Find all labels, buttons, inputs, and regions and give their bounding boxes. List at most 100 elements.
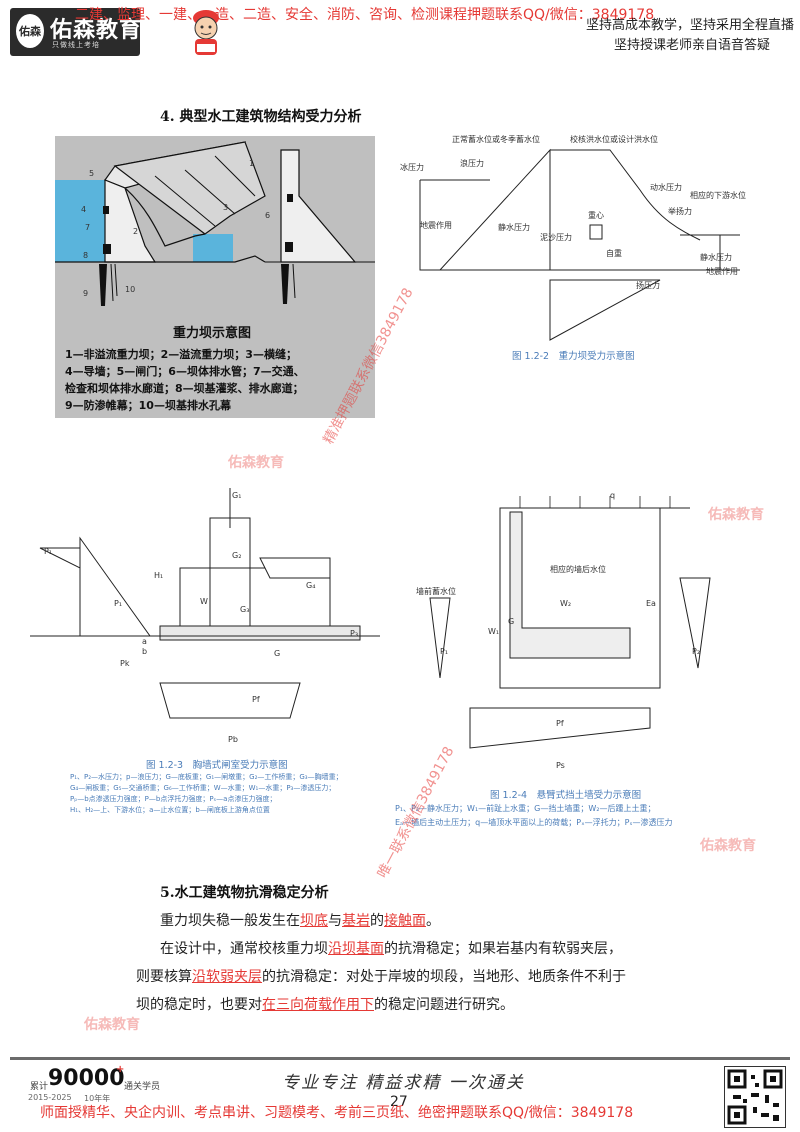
svg-text:正常蓄水位或冬季蓄水位: 正常蓄水位或冬季蓄水位 xyxy=(452,134,540,144)
svg-text:校核洪水位或设计洪水位: 校核洪水位或设计洪水位 xyxy=(570,134,658,144)
svg-text:相应的下游水位: 相应的下游水位 xyxy=(690,190,746,200)
watermark-logo: 佑森教育 xyxy=(84,1017,140,1033)
logo-mark-icon: 佑森 xyxy=(16,14,44,48)
fig-1-2-4-diagram: q 墙前蓄水位 相应的墙后水位 W₁ W₂ G Ea P₁ P₂ Pf Ps xyxy=(416,491,711,770)
svg-text:自重: 自重 xyxy=(606,248,622,258)
footer-divider xyxy=(10,1057,790,1060)
section5-para1: 重力坝失稳一般发生在坝底与基岩的接触面。 xyxy=(160,910,440,930)
svg-text:静水压力: 静水压力 xyxy=(700,252,732,262)
svg-text:2: 2 xyxy=(133,227,138,236)
svg-text:G₃: G₃ xyxy=(240,605,249,614)
text-run: 与 xyxy=(328,913,342,929)
fig-1-2-3-labels: P₁ P₁ P₃ Pk Pf Pb H₁ G₁ G₂ G₃ G₄ G W a b xyxy=(44,491,358,744)
legend-line: 1—非溢流重力坝；2—溢流重力坝；3—横缝； xyxy=(65,348,297,361)
footer-handwriting: 专业专注 精益求精 一次通关 xyxy=(282,1073,525,1093)
fig-1-2-3-diagram: P₁ P₁ P₃ Pk Pf Pb H₁ G₁ G₂ G₃ G₄ G W a b xyxy=(30,488,380,744)
section5-para4: 坝的稳定时，也要对在三向荷载作用下的稳定问题进行研究。 xyxy=(136,994,514,1014)
section4-title: 4. 典型水工建筑物结构受力分析 xyxy=(160,109,362,125)
highlight-along-foundation: 沿坝基面 xyxy=(328,941,384,957)
watermark-logo: 佑森教育 xyxy=(228,455,284,471)
svg-text:5: 5 xyxy=(89,169,94,178)
fig-1-2-2-caption: 图 1.2-2 重力坝受力示意图 xyxy=(512,351,635,362)
legend-line: 4—导墙；5—闸门；6—坝体排水管；7—交通、 xyxy=(65,365,305,378)
fig-1-2-2-labels: 正常蓄水位或冬季蓄水位 校核洪水位或设计洪水位 冰压力 浪压力 静水压力 地震作… xyxy=(400,134,746,290)
footer-years: 2015-2025 xyxy=(28,1093,72,1102)
header-slogan-line1: 坚持高成本教学，坚持采用全程直播 xyxy=(586,18,795,33)
footer-count-plus: + xyxy=(116,1064,125,1075)
footer-count-prefix: 累计 xyxy=(30,1082,49,1092)
legend-line: 检查和坝体排水廊道；8—坝基灌浆、排水廊道； xyxy=(65,382,304,395)
svg-text:W: W xyxy=(200,597,208,606)
downstream-water xyxy=(193,234,233,262)
text-run: 的抗滑稳定；如果岩基内有软弱夹层， xyxy=(384,941,622,957)
highlight-three-way-load: 在三向荷载作用下 xyxy=(262,997,374,1013)
fig-1-2-4-caption: 图 1.2-4 悬臂式挡土墙受力示意图 xyxy=(490,790,642,801)
legend-line: 9—防渗帷幕；10—坝基排水孔幕 xyxy=(65,399,231,412)
legend-line: P₁、P₂—静水压力；W₁—前趾上水重；G—挡土墙重；W₂—后踵上土重； xyxy=(395,804,656,813)
highlight-weak-interlayer: 沿软弱夹层 xyxy=(192,969,262,985)
legend-line: P₁、P₂—水压力；p—浪压力；G—底板重；G₁—闸墩重；G₂—工作桥重；G₃—… xyxy=(70,773,343,781)
svg-text:W₂: W₂ xyxy=(560,599,571,608)
logo-name: 佑森教育 xyxy=(50,17,143,43)
svg-text:P₃: P₃ xyxy=(350,629,358,638)
text-run: 的 xyxy=(370,913,384,929)
footer-count-suffix: 通关学员 xyxy=(124,1082,161,1092)
svg-text:G: G xyxy=(508,617,514,626)
svg-text:墙前蓄水位: 墙前蓄水位 xyxy=(416,586,456,596)
svg-text:Pf: Pf xyxy=(556,719,564,728)
highlight-contact-surface: 接触面 xyxy=(384,913,426,929)
dam-part-labels: 1 2 3 4 5 6 7 8 9 10 xyxy=(81,159,270,298)
svg-text:冰压力: 冰压力 xyxy=(400,162,424,172)
fig-1-2-3-caption: 图 1.2-3 胸墙式闸室受力示意图 xyxy=(146,760,288,771)
svg-text:地震作用: 地震作用 xyxy=(706,266,738,276)
legend-line: G₄—闸板重；G₅—交通桥重；G₆—工作桥重；W—水重；W₁—水重；P₃—渗透压… xyxy=(70,784,336,792)
svg-text:举扬力: 举扬力 xyxy=(668,206,692,216)
svg-text:Pk: Pk xyxy=(120,659,130,668)
section5-title: 5.水工建筑物抗滑稳定分析 xyxy=(160,885,329,901)
text-run: 。 xyxy=(426,913,440,929)
svg-text:G₄: G₄ xyxy=(306,581,315,590)
svg-text:泥沙压力: 泥沙压力 xyxy=(540,232,572,242)
top-promo-text: 二建、监理、一建、一造、二造、安全、消防、咨询、检测课程押题联系QQ/微信：38… xyxy=(75,7,655,23)
svg-text:G₁: G₁ xyxy=(232,491,241,500)
gravity-dam-caption: 重力坝示意图 xyxy=(173,326,252,341)
watermark-logo: 佑森教育 xyxy=(708,507,764,523)
svg-text:G: G xyxy=(274,649,280,658)
svg-text:Ps: Ps xyxy=(556,761,565,770)
svg-text:Ea: Ea xyxy=(646,599,656,608)
qr-code-icon xyxy=(724,1066,786,1128)
svg-text:1: 1 xyxy=(249,159,254,168)
legend-line: Eₐ—墙后主动土压力；q—墙顶水平面以上的荷载；Pₓ—浮托力；Pₛ—渗透压力 xyxy=(395,818,673,827)
bottom-promo-text: 师面授精华、央企内训、考点串讲、习题模考、考前三页纸、绝密押题联系QQ/微信：3… xyxy=(40,1105,634,1121)
legend-line: Pₚ—b点渗透压力强度；P—b点浮托力强度；Pₛ—a点渗压力强度； xyxy=(70,795,277,803)
watermark-logo: 佑森教育 xyxy=(700,838,756,854)
section5-para2: 在设计中，通常校核重力坝沿坝基面的抗滑稳定；如果岩基内有软弱夹层， xyxy=(160,938,622,958)
svg-text:重心: 重心 xyxy=(588,210,604,220)
fig-1-2-3-legend: P₁、P₂—水压力；p—浪压力；G—底板重；G₁—闸墩重；G₂—工作桥重；G₃—… xyxy=(70,772,343,816)
upstream-water xyxy=(55,180,105,262)
footer-count-value: 90000 xyxy=(48,1066,125,1091)
text-run: 的抗滑稳定：对处于岸坡的坝段，当地形、地质条件不利于 xyxy=(262,969,626,985)
text-run: 坝的稳定时，也要对 xyxy=(136,997,262,1013)
fig-1-2-2-diagram: 正常蓄水位或冬季蓄水位 校核洪水位或设计洪水位 冰压力 浪压力 静水压力 地震作… xyxy=(400,134,746,341)
svg-text:P₁: P₁ xyxy=(114,599,122,608)
svg-text:6: 6 xyxy=(265,211,270,220)
page-number: 27 xyxy=(390,1094,408,1110)
fig-1-2-4-labels: q 墙前蓄水位 相应的墙后水位 W₁ W₂ G Ea P₁ P₂ Pf Ps xyxy=(416,491,700,770)
gravity-dam-figure: 1 2 3 4 5 6 7 8 9 10 重力坝示意图 1—非溢流重力坝；2—溢… xyxy=(55,136,375,418)
svg-text:P₁: P₁ xyxy=(44,547,52,556)
highlight-dam-bottom: 坝底 xyxy=(300,913,328,929)
svg-text:Pf: Pf xyxy=(252,695,260,704)
svg-text:10: 10 xyxy=(125,285,135,294)
svg-text:9: 9 xyxy=(83,289,88,298)
svg-text:浪压力: 浪压力 xyxy=(460,158,484,168)
svg-text:q: q xyxy=(610,491,615,500)
text-run: 的稳定问题进行研究。 xyxy=(374,997,514,1013)
svg-text:P₁: P₁ xyxy=(440,647,448,656)
svg-text:b: b xyxy=(142,647,147,656)
fig-1-2-4-legend: P₁、P₂—静水压力；W₁—前趾上水重；G—挡土墙重；W₂—后踵上土重； Eₐ—… xyxy=(395,802,672,830)
svg-text:相应的墙后水位: 相应的墙后水位 xyxy=(550,564,606,574)
section5-para3: 则要核算沿软弱夹层的抗滑稳定：对处于岸坡的坝段，当地形、地质条件不利于 xyxy=(136,966,626,986)
text-run: 则要核算 xyxy=(136,969,192,985)
svg-text:7: 7 xyxy=(85,223,90,232)
